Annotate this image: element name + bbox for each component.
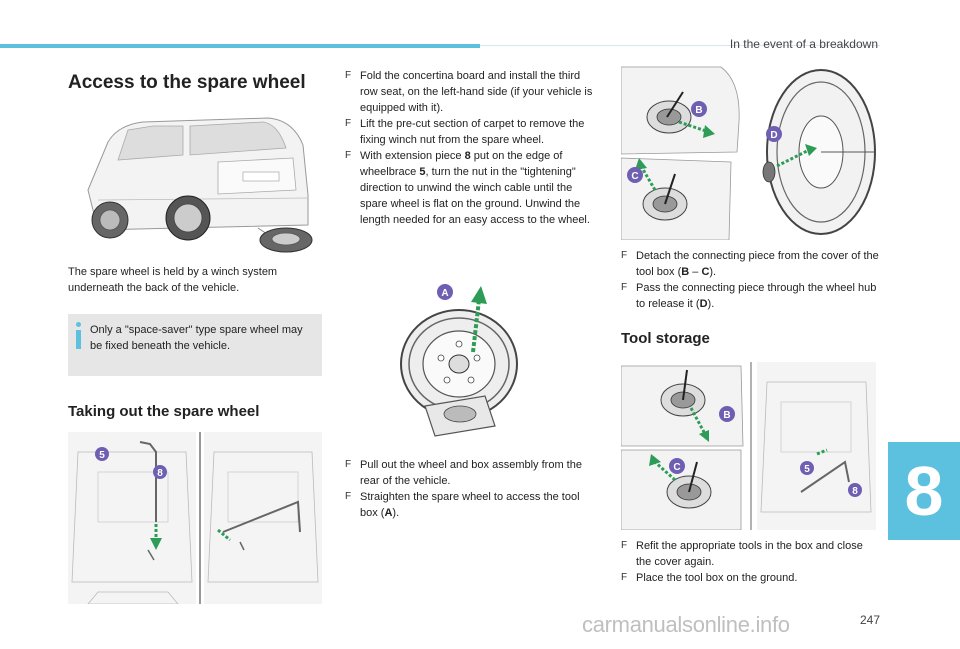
chapter-tab: 8 — [888, 442, 960, 540]
info-note: Only a "space-saver" type spare wheel ma… — [68, 314, 322, 376]
bullet-marker: F — [345, 70, 352, 81]
label-5: 5 — [99, 450, 105, 461]
label-5-marker-2 — [800, 461, 814, 475]
header-rule — [480, 45, 880, 46]
bullet-marker: F — [345, 491, 352, 502]
label-b-marker — [691, 101, 707, 117]
label-c-marker — [627, 167, 643, 183]
car-rear-illustration — [68, 100, 322, 258]
label-8-marker-2 — [848, 483, 862, 497]
label-c: C — [631, 171, 638, 182]
label-b-marker-2 — [719, 406, 735, 422]
page-title: Access to the spare wheel — [68, 72, 306, 93]
connecting-piece-illustration: B C D — [621, 62, 876, 240]
spare-wheel-toolbox-illustration: A — [395, 278, 535, 440]
bullet-marker: F — [621, 540, 628, 551]
tool-storage-illustration: B C 5 8 — [621, 362, 876, 530]
label-b: B — [695, 105, 702, 116]
label-5-marker — [95, 447, 109, 461]
trunk-winch-illustration: 5 8 — [68, 432, 322, 604]
watermark: carmanualsonline.info — [582, 612, 790, 637]
section-header: In the event of a breakdown — [729, 37, 878, 51]
page-number: 247 — [859, 613, 880, 627]
intro-text: The spare wheel is held by a winch syste… — [68, 266, 278, 294]
header-accent-bar — [0, 44, 480, 48]
label-c-marker-2 — [669, 458, 685, 474]
bullet-marker: F — [345, 118, 352, 129]
label-8-2: 8 — [852, 486, 858, 497]
label-c-2: C — [673, 462, 680, 473]
label-8: 8 — [157, 468, 163, 479]
label-d-marker — [766, 126, 782, 142]
label-a-marker — [437, 284, 453, 300]
info-icon — [76, 322, 81, 349]
label-b-2: B — [723, 410, 730, 421]
label-8-marker — [153, 465, 167, 479]
label-a: A — [441, 288, 448, 299]
info-note-text: Only a "space-saver" type spare wheel ma… — [90, 324, 303, 352]
label-d: D — [770, 130, 777, 141]
bullet-marker: F — [621, 282, 628, 293]
bullet-marker: F — [345, 459, 352, 470]
bullet-marker: F — [345, 150, 352, 161]
label-5-2: 5 — [804, 464, 810, 475]
bullet-marker: F — [621, 250, 628, 261]
subtitle-taking-out: Taking out the spare wheel — [68, 403, 260, 420]
subtitle-tool-storage: Tool storage — [621, 330, 710, 347]
bullet-marker: F — [621, 572, 628, 583]
